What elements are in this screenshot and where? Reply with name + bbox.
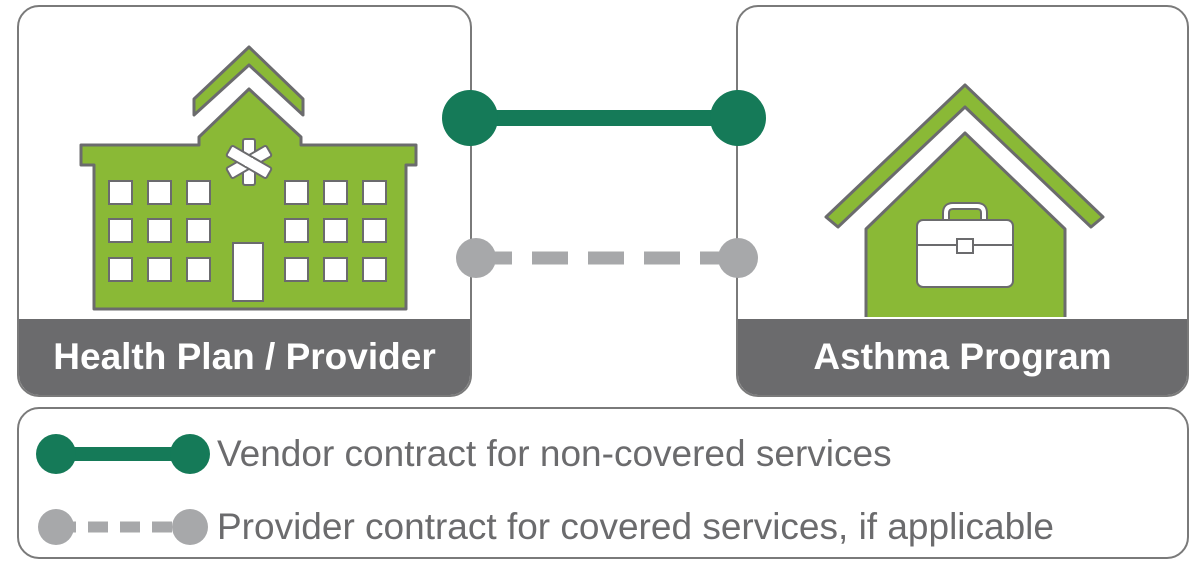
provider-contract-connector	[456, 238, 758, 278]
legend: Vendor contract for non-covered services…	[17, 407, 1189, 559]
health-plan-provider-panel: Health Plan / Provider	[17, 5, 472, 397]
provider-connector-left-node	[456, 238, 496, 278]
contract-connectors	[442, 90, 766, 278]
dashed-line-symbol-icon	[38, 509, 208, 545]
vendor-connector-right-node	[710, 90, 766, 146]
legend-provider-text: Provider contract for covered services, …	[217, 506, 1054, 547]
health-plan-provider-label: Health Plan / Provider	[19, 319, 470, 395]
legend-item-vendor: Vendor contract for non-covered services	[19, 419, 1187, 489]
house-with-briefcase-icon	[824, 83, 1105, 317]
asthma-program-label: Asthma Program	[738, 319, 1187, 395]
medical-asterisk-icon	[225, 138, 273, 186]
asthma-program-panel: Asthma Program	[736, 5, 1189, 397]
vendor-connector-left-node	[442, 90, 498, 146]
solid-line-symbol-icon	[36, 434, 210, 474]
legend-vendor-text: Vendor contract for non-covered services	[217, 433, 892, 474]
vendor-contract-connector	[442, 90, 766, 146]
legend-item-provider: Provider contract for covered services, …	[19, 492, 1187, 562]
provider-connector-right-node	[718, 238, 758, 278]
hospital-icon	[79, 45, 418, 311]
briefcase-icon	[916, 202, 1014, 288]
